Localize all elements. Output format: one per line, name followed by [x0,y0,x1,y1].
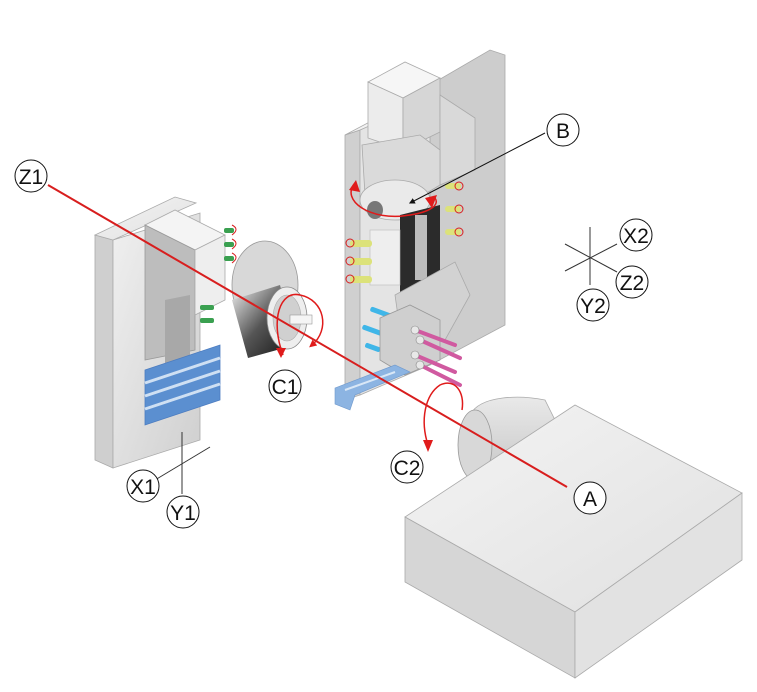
label-c1-text: C1 [272,376,299,399]
label-y1: Y1 [166,495,200,529]
label-y2: Y2 [576,288,610,322]
c2-rotation-arrow [423,382,464,446]
coolant-block-left [144,344,221,426]
c2-arrow-head [423,440,433,452]
label-b: B [546,113,580,147]
coolant-fork [334,364,411,411]
b-leader-line [408,132,546,204]
green-pipes [200,224,237,323]
headstock-plate-front [94,234,114,469]
spindle-shaft [289,314,313,325]
label-x1: X1 [126,469,160,503]
b-arrow-head-left [349,180,360,192]
b-arrow-head-right [425,195,437,208]
spindle-axis-line [47,184,568,488]
counter-spindle-unit [404,382,743,679]
label-x2-text: X2 [623,225,649,248]
tool-holders-right [445,181,464,237]
label-c1: C1 [268,369,302,403]
axis-cross-2 [564,227,618,285]
headstock-plate-top [93,196,198,241]
counter-box-right [574,492,743,679]
label-c2: C2 [390,450,424,484]
tool-slide-rail [415,215,427,280]
label-y2-text: Y2 [580,295,606,318]
label-x1-text: X1 [130,476,156,499]
label-a: A [573,481,607,515]
headstock-box-front [194,234,226,316]
label-z1-text: Z1 [19,166,44,189]
headstock-slot [165,295,190,375]
label-c2-text: C2 [394,457,421,480]
b-rotation-arrow [350,182,437,217]
main-spindle-unit [93,196,324,469]
label-x2: X2 [619,218,653,252]
label-b-text: B [556,120,570,143]
label-y1-text: Y1 [170,502,196,525]
c1-rotation-arrow [276,293,324,356]
tool-head-unit [334,49,506,411]
label-z1: Z1 [14,159,48,193]
b-head-port [367,201,383,219]
axis-cross-1 [154,432,211,494]
pink-tools [410,325,462,387]
label-z2-text: Z2 [620,272,645,295]
tool-holders-left [345,229,401,286]
c1-arrow-head [276,348,286,358]
label-a-text: A [583,488,597,511]
label-z2: Z2 [615,265,649,299]
